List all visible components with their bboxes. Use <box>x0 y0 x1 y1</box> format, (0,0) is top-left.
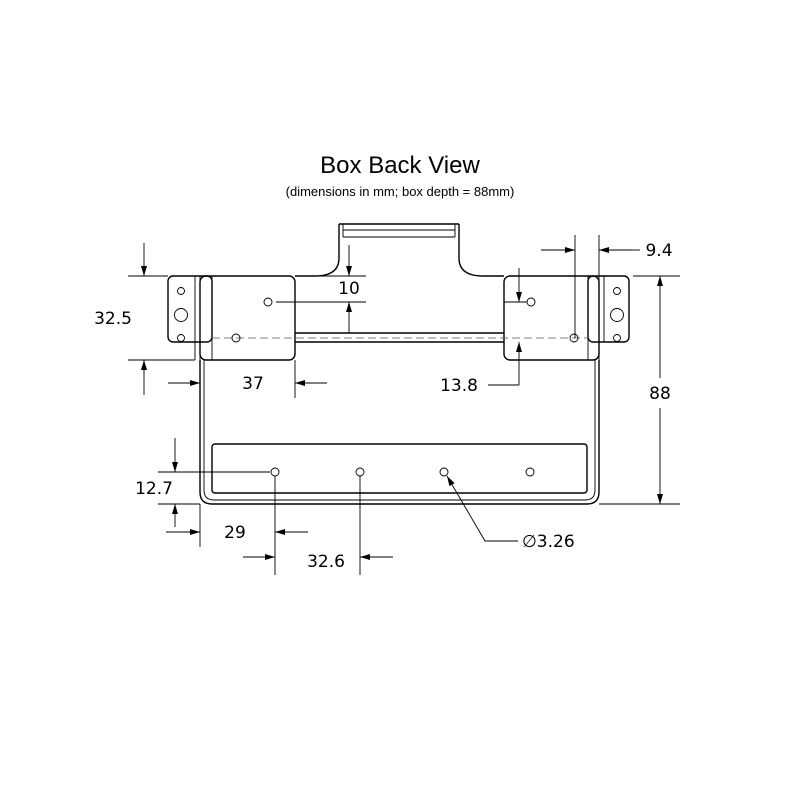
box-outline <box>167 223 630 505</box>
dim-bottom-hole-spacing: 32.6 <box>307 552 345 572</box>
hole <box>525 467 535 477</box>
hole <box>177 334 185 342</box>
holes <box>174 287 624 477</box>
hole <box>263 297 273 307</box>
dimension-labels: 32.5 10 37 9.4 13.8 88 12.7 29 32.6 ∅3.2… <box>94 241 672 572</box>
right-mounting-plate <box>503 275 600 361</box>
dim-overall-height: 88 <box>649 384 671 404</box>
dim-right-hole-offset: 9.4 <box>645 241 672 261</box>
dimension-lines <box>128 235 680 575</box>
hole <box>270 467 280 477</box>
right-flange <box>587 275 630 343</box>
left-mounting-plate <box>199 275 296 361</box>
dim-bottom-hole-height: 12.7 <box>135 479 173 499</box>
hole <box>439 467 449 477</box>
dim-flange-height: 32.5 <box>94 309 132 329</box>
drawing-subtitle: (dimensions in mm; box depth = 88mm) <box>286 184 515 199</box>
dim-hole-diameter: ∅3.26 <box>522 532 575 552</box>
hole <box>177 287 185 295</box>
dim-bottom-hole-x: 29 <box>224 523 246 543</box>
left-flange <box>167 275 213 343</box>
dim-top-hole-offset: 10 <box>338 279 360 299</box>
dim-right-hole-vertical: 13.8 <box>440 376 478 396</box>
hole <box>355 467 365 477</box>
hole <box>174 308 188 322</box>
hole <box>569 333 579 343</box>
hole <box>613 287 621 295</box>
hole <box>231 333 241 343</box>
hole <box>613 334 621 342</box>
drawing-title: Box Back View <box>320 152 480 179</box>
dim-flange-hole-x: 37 <box>242 374 264 394</box>
bottom-lip <box>211 443 588 494</box>
hole <box>526 297 536 307</box>
hole <box>610 308 624 322</box>
